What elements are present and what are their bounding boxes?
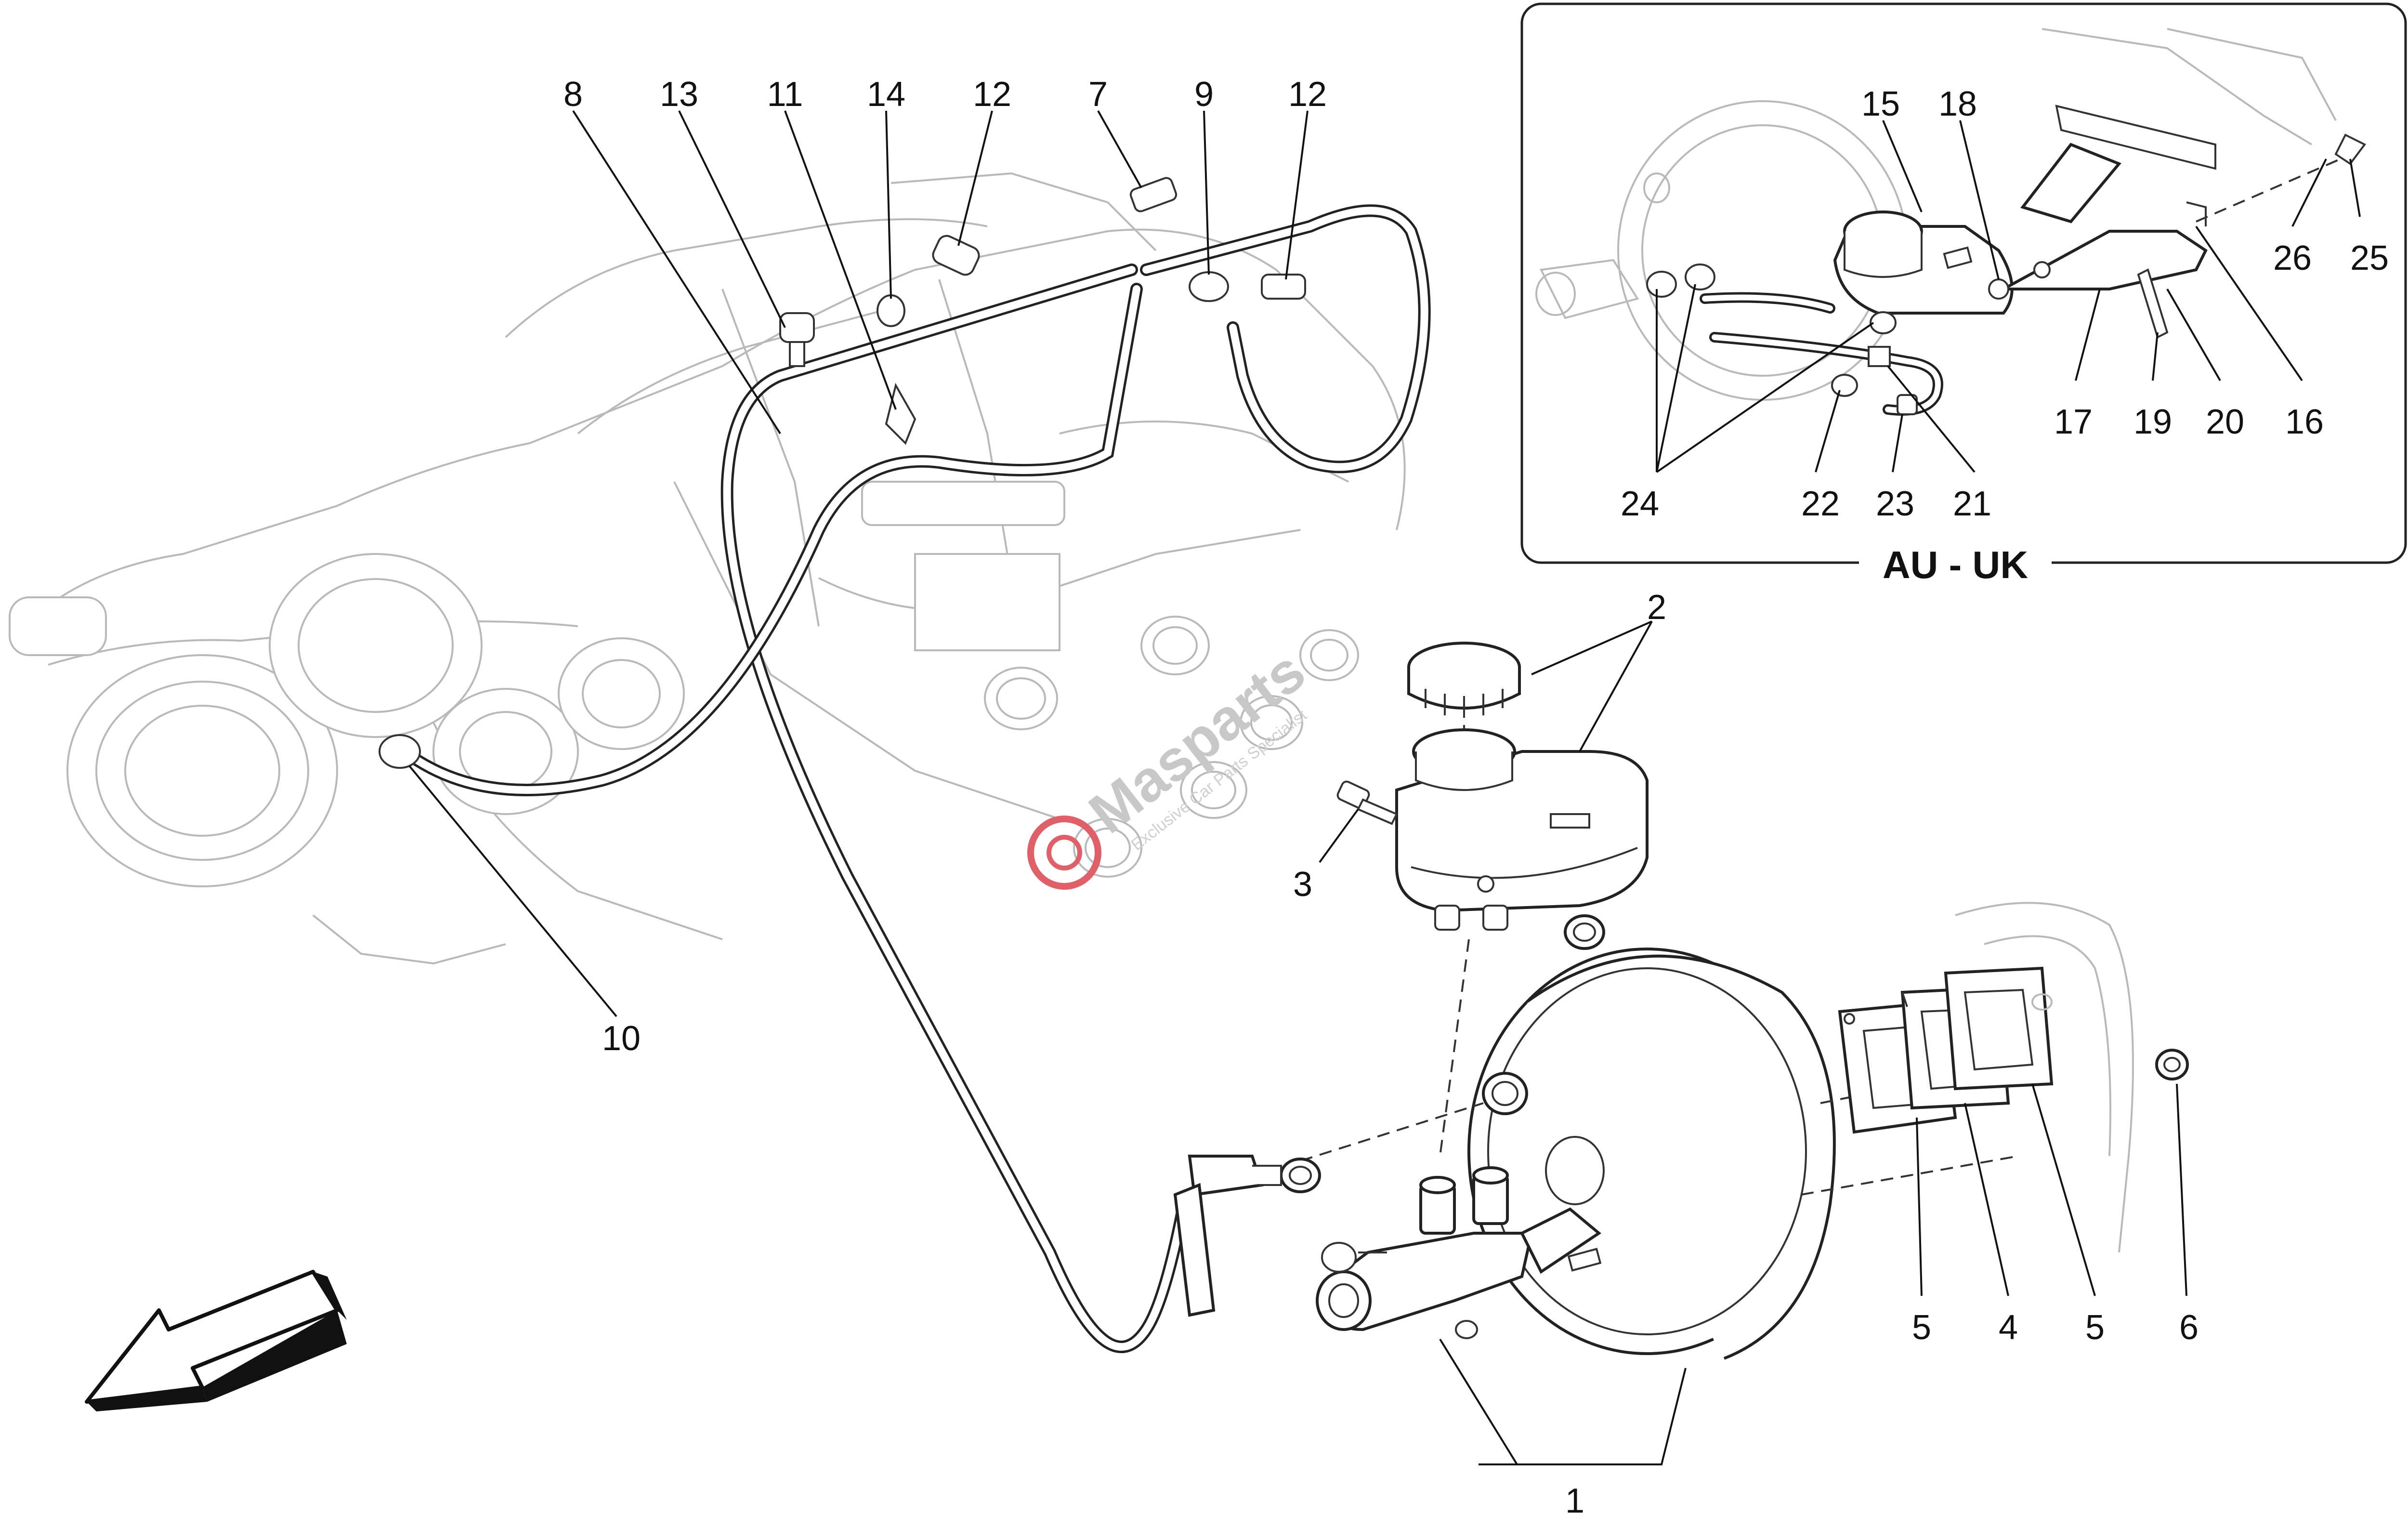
- fitting-12-right: [1261, 274, 1306, 300]
- callout-4: 4: [1999, 1308, 2018, 1347]
- callout-6: 6: [2179, 1308, 2199, 1347]
- callout-1: 1: [1565, 1482, 1584, 1515]
- callout-12-right: 12: [1288, 75, 1327, 114]
- callout-9: 9: [1194, 75, 1214, 114]
- callout-5-right: 5: [2085, 1308, 2105, 1347]
- callout-23: 23: [1876, 485, 1914, 523]
- callout-21: 21: [1953, 485, 1991, 523]
- callout-11: 11: [767, 75, 803, 114]
- watermark-logo-icon: [1027, 816, 1101, 890]
- fluid-reservoir: [1395, 642, 1649, 950]
- callout-22: 22: [1801, 485, 1840, 523]
- callout-2: 2: [1647, 588, 1666, 627]
- clamp-10: [379, 734, 421, 769]
- callout-14: 14: [867, 75, 905, 114]
- direction-arrow-icon: [85, 1270, 347, 1411]
- inset-au-uk: AU - UK: [1520, 2, 2407, 586]
- callout-8: 8: [563, 75, 583, 114]
- callout-20: 20: [2206, 403, 2244, 441]
- callout-19: 19: [2133, 403, 2172, 441]
- engine-background: [9, 172, 1406, 965]
- callout-7: 7: [1088, 75, 1108, 114]
- callout-24: 24: [1621, 485, 1659, 523]
- inset-title: AU - UK: [1883, 543, 2028, 586]
- callout-12-left: 12: [973, 75, 1011, 114]
- vacuum-hose-secondary: [398, 283, 1143, 796]
- nut-6: [2155, 1049, 2189, 1080]
- vacuum-hose-main: [720, 263, 1191, 1353]
- connector-11: [885, 382, 916, 445]
- callout-18: 18: [1938, 85, 1977, 123]
- fitting-12-left: [932, 235, 980, 276]
- callout-16: 16: [2285, 403, 2324, 441]
- master-cylinder: [1316, 1166, 1602, 1339]
- callout-10: 10: [602, 1019, 641, 1058]
- callout-3: 3: [1293, 865, 1312, 904]
- plug-14: [877, 294, 905, 327]
- gasket-5-right: [1944, 966, 2054, 1091]
- hose-fittings: [379, 177, 1306, 769]
- callout-13: 13: [660, 75, 698, 114]
- callout-labels: 8 13 11 14 12 7 9 12 10 2 3 1 5 4 5 6 15…: [563, 75, 2389, 1515]
- callout-25: 25: [2350, 239, 2389, 277]
- masparts-watermark: Masparts Exclusive Car Parts Specialist: [1027, 639, 1317, 890]
- fitting-7: [1129, 177, 1178, 212]
- firewall-panel: [1955, 902, 2134, 1253]
- hose-end-fitting: [1173, 1155, 1321, 1317]
- callout-15: 15: [1861, 85, 1900, 123]
- callout-26: 26: [2273, 239, 2312, 277]
- leader-lines: [408, 110, 2361, 1465]
- callout-5-left: 5: [1912, 1308, 1931, 1347]
- callout-17: 17: [2054, 403, 2093, 441]
- vacuum-hose-loop: [1140, 204, 1431, 474]
- clamp-9: [1189, 271, 1229, 302]
- reservoir-bolt-3: [1336, 780, 1398, 825]
- fitting-13: [779, 312, 815, 343]
